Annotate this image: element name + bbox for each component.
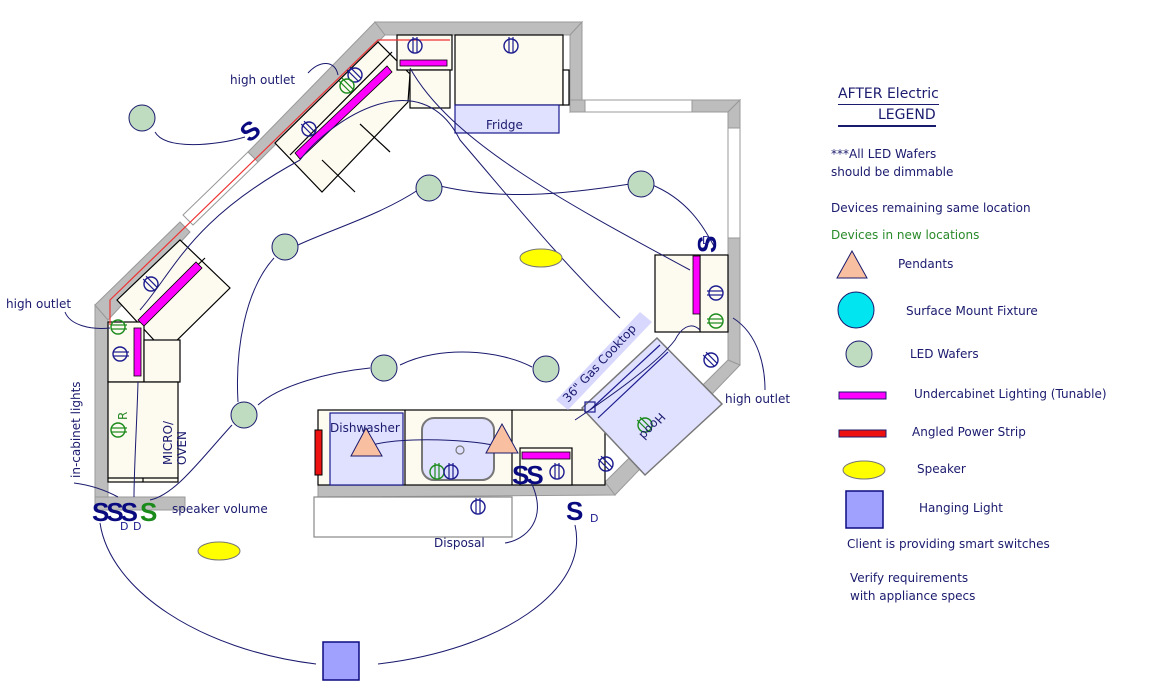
hanging-light bbox=[322, 641, 360, 681]
led-wafer bbox=[230, 401, 258, 429]
wall-top-right bbox=[569, 20, 583, 114]
pendant bbox=[485, 422, 519, 454]
cooktop-hood bbox=[580, 336, 724, 477]
wall-left bbox=[94, 303, 109, 512]
wall-diag-lower bbox=[94, 221, 191, 321]
legend-title-line1: AFTER Electric bbox=[838, 84, 939, 105]
power-strip-dishwasher bbox=[314, 429, 323, 476]
led-wafer-icon bbox=[845, 340, 873, 368]
wall-bottom-left bbox=[94, 496, 186, 511]
window-top-right bbox=[584, 99, 693, 113]
dimmer-mark: D bbox=[590, 512, 598, 525]
dimmer-mark: D bbox=[702, 234, 710, 247]
legend-symbols bbox=[836, 249, 887, 529]
switch-bank-sink: SS bbox=[512, 460, 543, 490]
switch-right: S bbox=[692, 236, 722, 253]
label-receptacle-r: R bbox=[116, 412, 130, 420]
legend-note-dimmable-1: ***All LED Wafers bbox=[831, 147, 937, 161]
legend-item-undercabinet: Undercabinet Lighting (Tunable) bbox=[914, 387, 1107, 401]
legend-title-line2: LEGEND bbox=[838, 105, 936, 127]
cooktop-label-band bbox=[556, 312, 652, 410]
label-dishwasher: Dishwasher bbox=[330, 421, 400, 435]
switch-island: S bbox=[566, 496, 583, 526]
label-high-outlet-top: high outlet bbox=[230, 73, 295, 87]
led-wafer bbox=[271, 233, 299, 261]
hanging-light-icon bbox=[845, 490, 884, 529]
legend-title: AFTER Electric LEGEND bbox=[838, 84, 939, 127]
legend-item-pendants: Pendants bbox=[898, 257, 954, 271]
led-wafer bbox=[128, 104, 156, 132]
speakers bbox=[197, 248, 563, 561]
led-wafer bbox=[532, 355, 560, 383]
legend-item-led-wafers: LED Wafers bbox=[910, 347, 979, 361]
label-high-outlet-left: high outlet bbox=[6, 297, 71, 311]
speaker-icon bbox=[842, 460, 886, 480]
window-left-diag bbox=[182, 151, 259, 226]
led-wafer bbox=[627, 170, 655, 198]
legend-item-speaker: Speaker bbox=[917, 462, 966, 476]
dimmer-mark: D bbox=[133, 520, 141, 533]
dimmer-mark: D bbox=[120, 520, 128, 533]
speaker bbox=[197, 541, 241, 561]
legend-item-surface-mount: Surface Mount Fixture bbox=[906, 304, 1038, 318]
legend-item-power-strip: Angled Power Strip bbox=[912, 425, 1026, 439]
legend-item-hanging-light: Hanging Light bbox=[919, 501, 1003, 515]
pendants bbox=[350, 422, 519, 457]
power-strip-icon bbox=[838, 429, 887, 438]
label-speaker-volume: speaker volume bbox=[172, 502, 268, 516]
legend-devices-new: Devices in new locations bbox=[831, 228, 980, 242]
windows bbox=[182, 99, 741, 239]
wall-top bbox=[373, 21, 584, 36]
led-wafer bbox=[370, 354, 398, 382]
pendant bbox=[350, 426, 383, 457]
legend-note-dimmable-2: should be dimmable bbox=[831, 165, 954, 179]
label-in-cabinet-lights: in-cabinet lights bbox=[69, 381, 83, 478]
legend-note-verify-1: Verify requirements bbox=[850, 571, 969, 585]
label-micro-oven-2: OVEN bbox=[175, 431, 189, 465]
pendant-icon bbox=[836, 249, 868, 279]
led-wafers bbox=[128, 104, 655, 429]
surface-mount-fixture-icon bbox=[837, 291, 875, 329]
led-wafer bbox=[415, 174, 443, 202]
label-disposal: Disposal bbox=[434, 536, 485, 550]
label-fridge: Fridge bbox=[486, 118, 523, 132]
window-right bbox=[727, 127, 741, 239]
wiring bbox=[64, 63, 766, 665]
speaker bbox=[519, 248, 563, 268]
label-high-outlet-right: high outlet bbox=[725, 392, 790, 406]
fridge bbox=[454, 104, 560, 134]
switch-bank-left: SSS bbox=[92, 497, 138, 527]
legend-note-verify-2: with appliance specs bbox=[850, 589, 976, 603]
power-strips bbox=[109, 39, 450, 476]
label-micro-oven-1: MICRO/ bbox=[161, 420, 175, 465]
legend-devices-same: Devices remaining same location bbox=[831, 201, 1031, 215]
legend-note-switches: Client is providing smart switches bbox=[847, 537, 1050, 551]
undercabinet-lighting-icon bbox=[838, 391, 887, 400]
undercabinet-lights bbox=[133, 59, 701, 460]
switch-bank-left-green: S bbox=[140, 497, 157, 527]
